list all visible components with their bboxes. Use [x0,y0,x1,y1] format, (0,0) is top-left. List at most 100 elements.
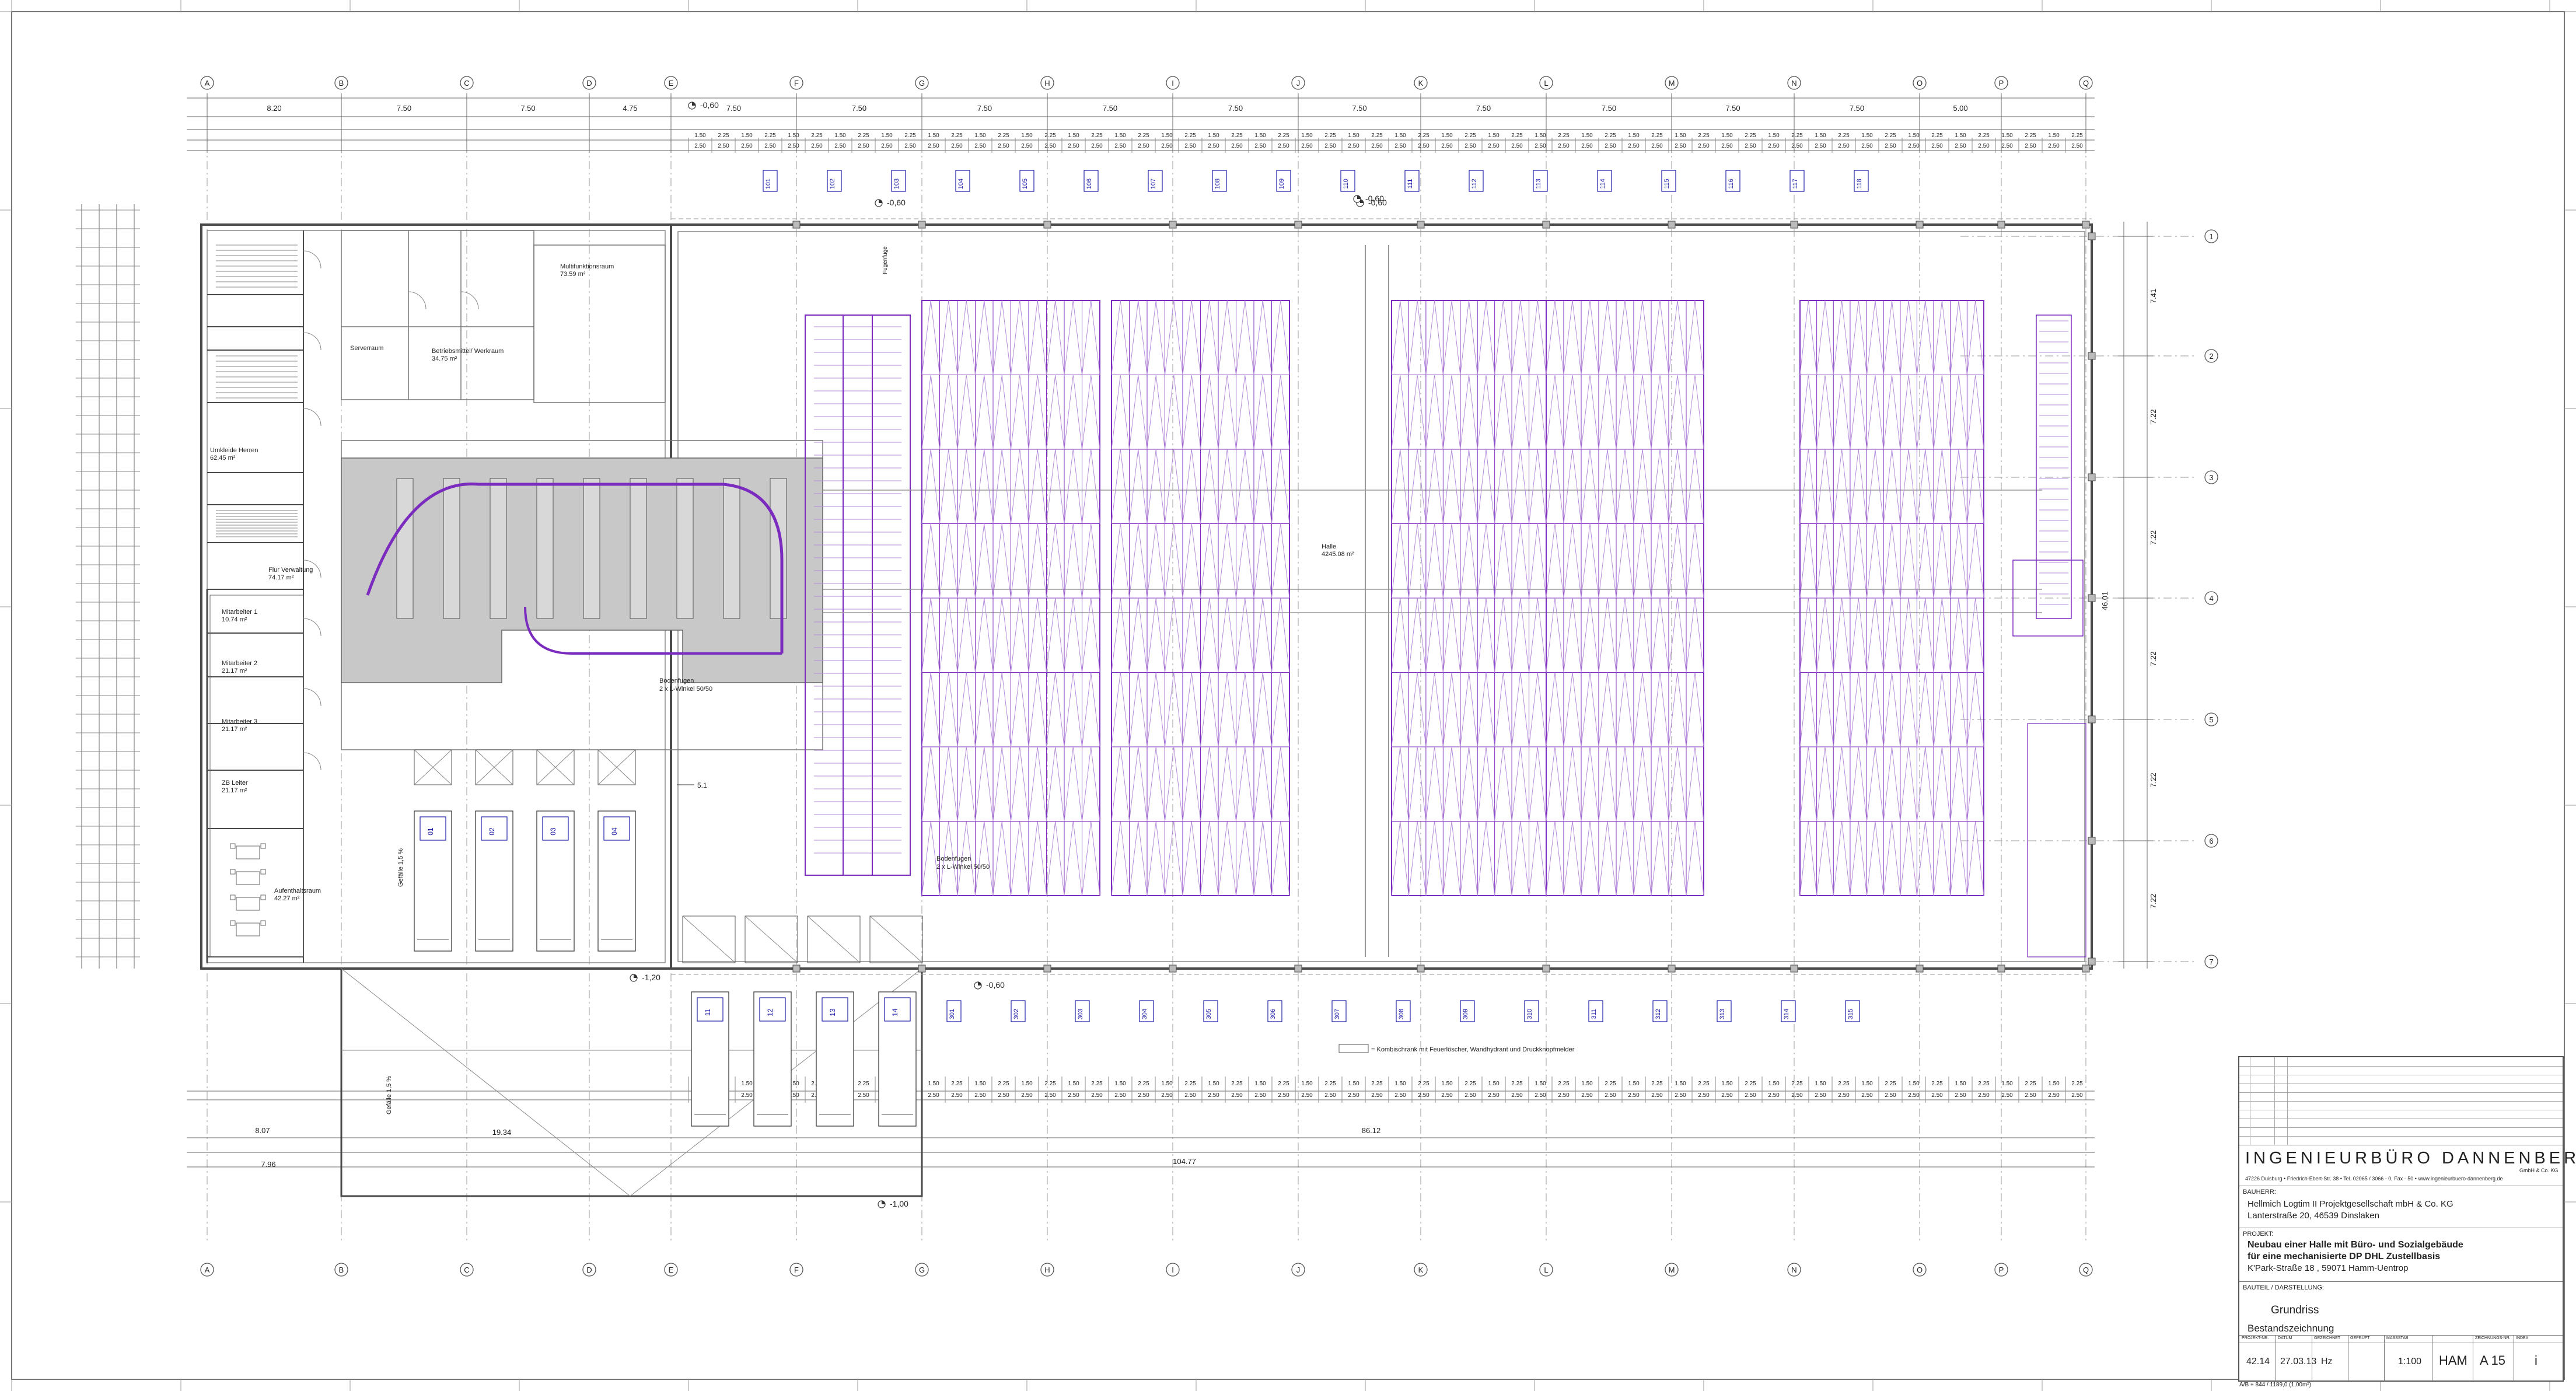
gate-box [1011,1000,1026,1022]
rack-chute [1271,821,1290,896]
rack-chute [1046,821,1065,896]
axis-bubble-top [582,76,596,90]
gate-number: 311 [1591,1009,1598,1019]
dimension-text: 1.50 [1114,132,1126,139]
rack-chute [1651,300,1669,375]
rack-chute [1200,300,1219,375]
gate-top-106: 106 [1083,170,1099,192]
gate-bottom-312: 312 [1652,1000,1668,1022]
rack-chute [1165,672,1183,747]
rack-chute [1850,375,1868,450]
axis-number-right: 4 [2209,594,2213,603]
rack-chute [1391,672,1409,747]
rack-chute [921,449,940,524]
level-symbol-fill [978,982,981,985]
rack-chute [975,746,994,822]
rack-chute [975,449,994,524]
rack-chute [1391,746,1409,822]
rack-chute [1529,746,1547,822]
dimension-text: 2.25 [1605,132,1616,139]
rack-chute [1408,523,1427,599]
revision-table [2239,1057,2563,1145]
location-code: HAM [2439,1353,2467,1368]
rack-chute [1816,672,1834,747]
room-area: 21.17 m² [222,787,247,794]
axis-letter-bottom: I [1172,1266,1174,1274]
dimension-text: 2.50 [1348,143,1359,149]
dimension-text: 7.22 [2149,409,2158,424]
gate-box [1597,170,1612,192]
dimension-text: 2.50 [1044,1092,1056,1099]
axis-letter-top: I [1172,79,1174,88]
rack-chute [1271,597,1290,673]
rack-chute [1064,746,1082,822]
axis-letter-top: K [1418,79,1424,88]
rack-chute [1147,449,1165,524]
dimension-text: 2.50 [1978,143,1990,149]
gate-number: 303 [1077,1009,1084,1019]
dimension-text: 2.50 [1558,1092,1570,1099]
dimension-text: 2.50 [2001,1092,2013,1099]
rack-chute [1529,375,1547,450]
rack-chute [1883,597,1901,673]
dimension-text: 1.50 [1068,132,1079,139]
axis-bubble-right [2204,591,2218,605]
dimension-text: 2.50 [788,143,799,149]
rack-chute [1883,300,1901,375]
rack-chute [1236,672,1254,747]
gate-box [1203,1000,1218,1022]
company-sub: GmbH & Co. KG [2519,1168,2558,1173]
dimension-text: 2.50 [741,1092,753,1099]
rack-chute [1271,523,1290,599]
axis-number-right: 1 [2209,232,2213,241]
rack-chute [1425,449,1443,524]
structural-column [2088,352,2096,360]
rack-chute [1867,821,1884,896]
rack-chute [1933,449,1951,524]
dimension-text: 7.50 [520,104,535,113]
level-symbol-fill [1360,200,1364,203]
dimension-text: 2.25 [1931,1081,1943,1087]
structural-column [1997,221,2005,229]
rack-chute [1064,449,1082,524]
rack-chute [1598,300,1617,375]
dimension-text: 2.25 [1371,132,1383,139]
gate-top-111: 111 [1404,170,1420,192]
dimension-text: 1.50 [1535,132,1546,139]
rack-chute [957,523,976,599]
rack-block [1391,300,1547,896]
dimension-text: 7.50 [1602,104,1616,113]
dimension-text: 1.50 [1021,1081,1033,1087]
rack-chute [1633,375,1652,450]
dimension-text: 7.22 [2149,530,2158,545]
rack-chute [1271,375,1290,450]
axis-letter-bottom: L [1544,1266,1548,1274]
rack-chute [992,449,1011,524]
axis-bubble-right [2204,229,2218,243]
dimension-text: 2.25 [1044,132,1056,139]
dimension-overall-width: 104.77 [1173,1157,1196,1166]
rack-chute [1950,300,1967,375]
dimension-text: 2.50 [718,143,729,149]
dimension-text: 2.50 [1324,143,1336,149]
rack-chute [1046,523,1065,599]
rack-chute [1633,523,1652,599]
dimension-text: 1.50 [928,132,939,139]
room-area: 62.45 m² [210,455,236,462]
slope-label: Gefälle 1,5 % [397,848,404,887]
rack-chute [1546,672,1564,747]
room-name: Aufenthaltsraum [274,887,321,894]
rack-chute [1253,523,1272,599]
tb-col-gez: GEZEICHNET [2314,1336,2341,1340]
rack-chute [1182,523,1201,599]
rack-chute [1686,746,1704,822]
conveyor-lane [630,478,647,619]
room-label: Mitarbeiter 110.74 m² [222,609,257,623]
dimension-text: 2.25 [1885,1081,1896,1087]
axis-letter-bottom: H [1044,1266,1050,1274]
rack-chute [1408,300,1427,375]
rack-chute [1850,672,1868,747]
rack-chute [1391,449,1409,524]
dock-number-box [884,997,911,1022]
